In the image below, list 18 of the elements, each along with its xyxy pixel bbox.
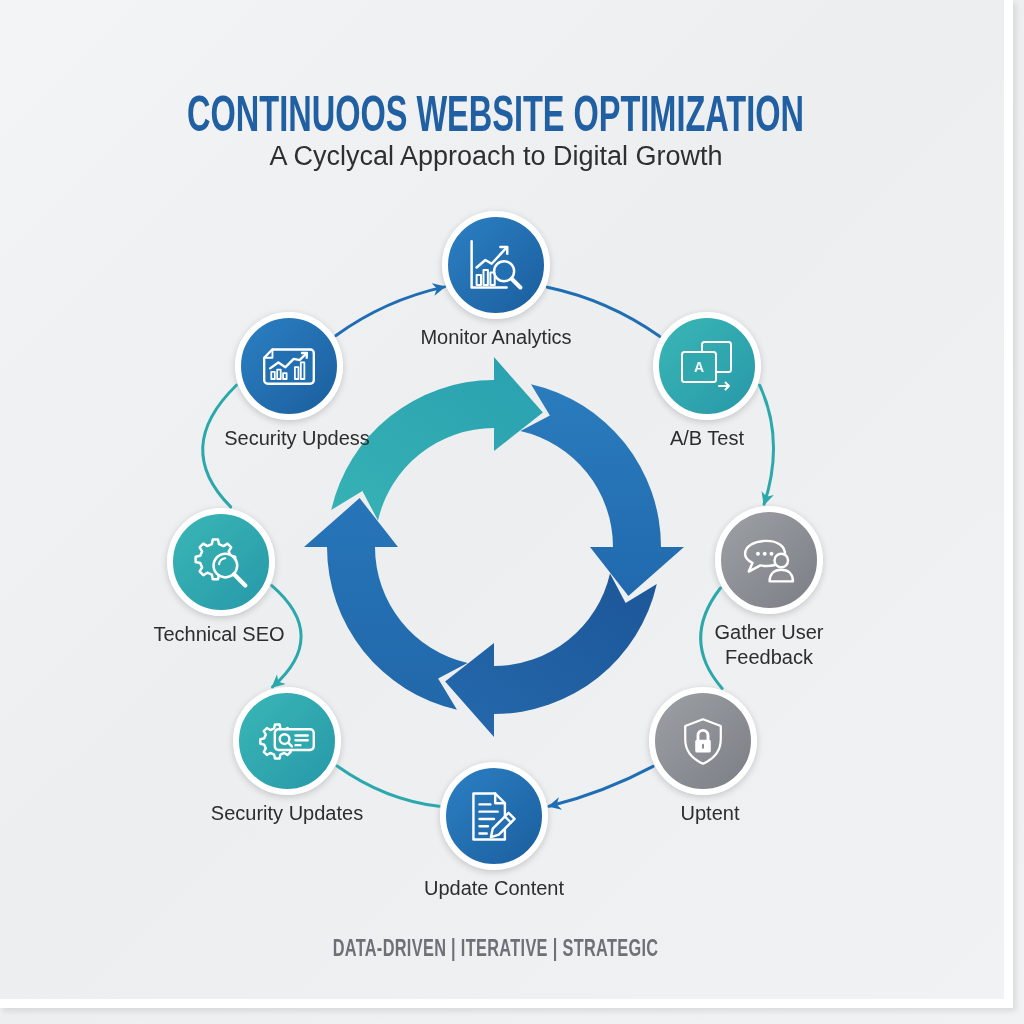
step-label: Update Content: [423, 876, 565, 900]
connector-line: [201, 383, 238, 509]
step-label: Security Updess: [224, 426, 370, 450]
arrow: [270, 584, 303, 689]
step-label: Gather User Feedback: [713, 620, 825, 670]
step-label: A/B Test: [669, 426, 745, 450]
step-label: Technical SEO: [153, 622, 285, 646]
arrow: [547, 764, 655, 810]
connector-line: [699, 586, 724, 690]
arrow: [334, 283, 446, 337]
step-label: Uptent: [680, 801, 740, 825]
icon-letter: A: [693, 360, 705, 374]
step-label: Security Updates: [210, 801, 364, 825]
connector-line: [335, 764, 441, 808]
tagline: DATA-DRIVEN | ITERATIVE | STRATEGIC: [333, 934, 659, 962]
connector-line: [545, 285, 661, 338]
step-label: Monitor Analytics: [420, 325, 572, 349]
arrow: [758, 383, 775, 506]
